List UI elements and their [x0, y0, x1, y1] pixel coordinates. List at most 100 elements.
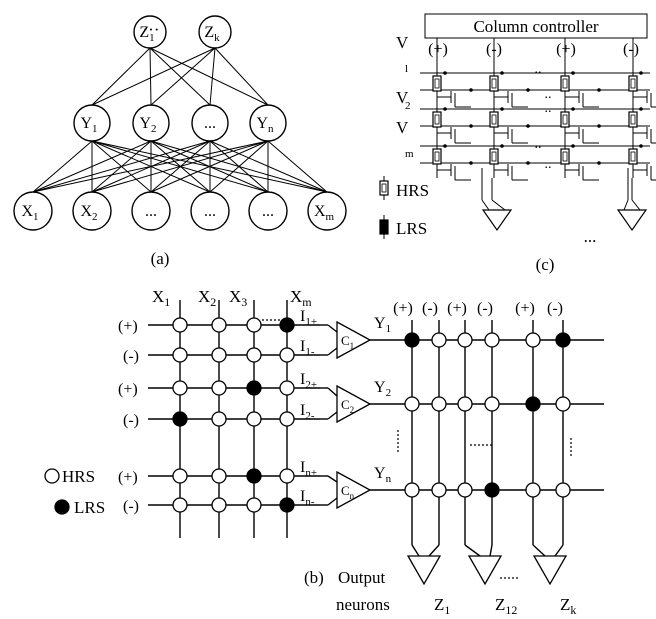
row-line: [327, 387, 338, 397]
panel-b-legend: HRS LRS: [44, 467, 105, 517]
output-sign: (-): [422, 300, 438, 317]
column-sign: (+): [428, 41, 448, 58]
edge-input-hidden: [209, 140, 328, 193]
hrs-cell: [211, 347, 227, 363]
rram-cell: [628, 71, 656, 108]
output-neurons-line1: Output: [338, 568, 386, 587]
output-neurons-line2: neurons: [336, 595, 390, 614]
hrs-cell: [555, 482, 571, 498]
sense-line: [491, 199, 506, 211]
panel-a-caption: (a): [151, 249, 170, 268]
panel-c-legend: HRS LRS: [379, 176, 429, 239]
hrs-cell: [172, 380, 188, 396]
hrs-cell: [172, 317, 188, 333]
hrs-cell: [457, 482, 473, 498]
output-sign: (+): [515, 300, 535, 317]
panel-c-crossbar-circuit: Column controller (+)(-)(+)(-) .........…: [379, 13, 656, 274]
lrs-cell: [246, 380, 262, 396]
edge-input-hidden: [150, 140, 328, 193]
junction: [597, 88, 601, 92]
input-neuron-circle: [190, 191, 230, 231]
hrs-cell: [172, 347, 188, 363]
hidden-neuron-circle: [249, 104, 287, 142]
junction: [469, 124, 473, 128]
edge-hidden-output: [149, 47, 269, 106]
junction: [443, 107, 447, 111]
row-voltage-label: V2: [396, 88, 411, 112]
input-label: X3: [229, 287, 247, 309]
hidden-neuron-circle: [73, 104, 111, 142]
junction: [597, 124, 601, 128]
hrs-cell: [525, 332, 541, 348]
hrs-cell: [431, 332, 447, 348]
output-neuron-amplifier: [406, 555, 442, 586]
input-label: X1: [152, 287, 170, 309]
junction: [639, 71, 643, 75]
sense-line: [411, 544, 420, 557]
hrs-cell: [211, 317, 227, 333]
output-neuron-label: Z12: [495, 595, 517, 617]
column-sign: (+): [556, 41, 576, 58]
hrs-cell: [279, 468, 295, 484]
column-controller-box: [424, 13, 648, 39]
network-connections: [32, 47, 328, 193]
hrs-cell: [404, 482, 420, 498]
row-sign: (-): [123, 412, 139, 429]
junction: [597, 161, 601, 165]
output-ellipsis: ···: [143, 20, 160, 39]
hrs-cell: [246, 317, 262, 333]
row-sign: (+): [118, 381, 138, 398]
edge-hidden-output: [91, 47, 151, 106]
junction: [639, 107, 643, 111]
edge-hidden-output: [209, 47, 216, 106]
output-sign: (-): [547, 300, 563, 317]
hidden-neuron-circle: [191, 104, 229, 142]
junction: [469, 88, 473, 92]
output-neuron-amplifier: [532, 555, 568, 586]
junction: [571, 107, 575, 111]
sense-line: [623, 199, 629, 211]
hrs-cell: [279, 411, 295, 427]
panel-b-caption: (b): [304, 568, 324, 587]
output-sign: (+): [393, 300, 413, 317]
hrs-cell: [457, 396, 473, 412]
input-label: Xm: [290, 287, 312, 309]
junction: [526, 161, 530, 165]
output-neuron-label: Zk: [560, 595, 576, 617]
row-line: [327, 497, 338, 506]
rram-cell: [432, 107, 473, 144]
ellipsis: ..: [545, 157, 552, 172]
lrs-symbol: [379, 215, 389, 239]
sense-amplifier: [616, 209, 648, 232]
rram-cell: [489, 107, 530, 144]
input-neuron-circle: [13, 191, 53, 231]
junction: [500, 107, 504, 111]
hrs-marker: [44, 468, 60, 484]
edge-hidden-output: [214, 47, 269, 106]
rram-cell: [628, 107, 656, 144]
output-neuron-circle: [198, 15, 232, 49]
edge-input-hidden: [32, 140, 93, 193]
lrs-cell: [484, 482, 500, 498]
junction: [639, 144, 643, 148]
junction: [500, 71, 504, 75]
hrs-cell: [484, 396, 500, 412]
hrs-cell: [457, 332, 473, 348]
junction: [443, 144, 447, 148]
sense-line: [631, 199, 641, 211]
rram-cell: [560, 144, 601, 181]
row-sign: (-): [123, 348, 139, 365]
rram-cell: [489, 144, 530, 181]
hrs-cell: [246, 497, 262, 513]
lrs-cell: [279, 497, 295, 513]
row-line: [327, 324, 338, 333]
sense-line: [481, 199, 490, 211]
hrs-cell: [211, 380, 227, 396]
input-neuron-circle: [131, 191, 171, 231]
column-signs: (+)(-)(+)(-): [428, 41, 639, 58]
lrs-cell: [525, 396, 541, 412]
hrs-cell: [431, 396, 447, 412]
rram-cell: [628, 144, 656, 181]
